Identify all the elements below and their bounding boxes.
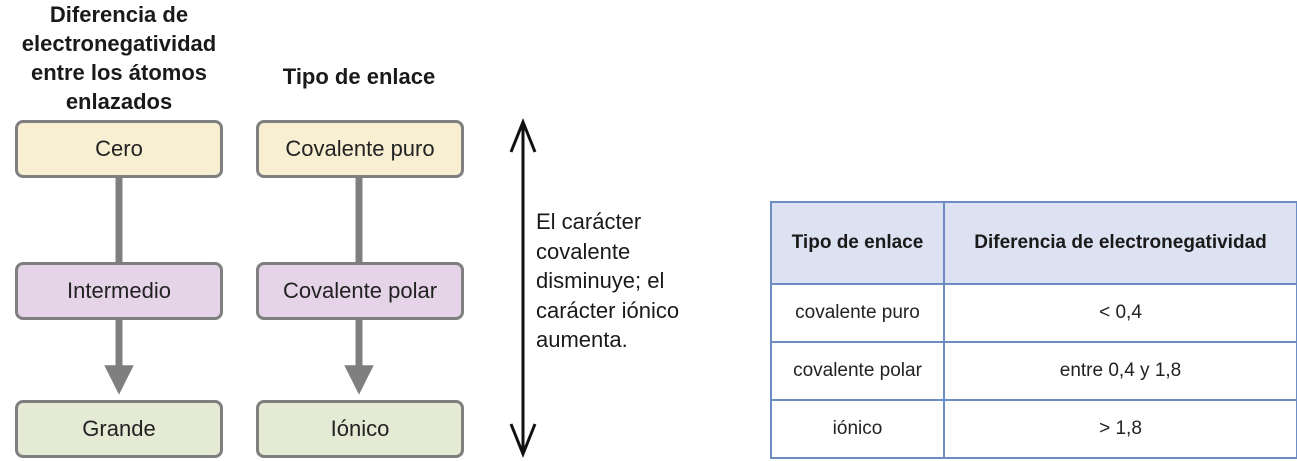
table-cell-difference: < 0,4 — [943, 283, 1297, 343]
table-header-row: Tipo de enlace Diferencia de electronega… — [770, 201, 1297, 285]
heading-electronegativity-difference: Diferencia de electronegatividad entre l… — [21, 2, 217, 114]
table-row: covalente puro < 0,4 — [770, 283, 1297, 343]
character-trend-label: El carácter covalente disminuye; el cará… — [536, 209, 680, 352]
heading-bond-type: Tipo de enlace — [282, 64, 436, 89]
box-difference-zero: Cero — [15, 120, 223, 178]
double-arrow-head-top — [509, 117, 537, 153]
table-row: covalente polar entre 0,4 y 1,8 — [770, 341, 1297, 401]
table-header-bond-type: Tipo de enlace — [770, 201, 945, 285]
table-header-electronegativity-difference: Diferencia de electronegatividad — [943, 201, 1297, 285]
double-arrow-head-bottom — [509, 423, 537, 459]
table-cell-bond-type: covalente puro — [770, 283, 945, 343]
table-cell-bond-type: iónico — [770, 399, 945, 459]
bond-type-table: Tipo de enlace Diferencia de electronega… — [770, 201, 1297, 459]
table-cell-difference: entre 0,4 y 1,8 — [943, 341, 1297, 401]
table-cell-difference: > 1,8 — [943, 399, 1297, 459]
box-bond-ionic: Iónico — [256, 400, 464, 458]
box-difference-intermediate: Intermedio — [15, 262, 223, 320]
box-difference-large: Grande — [15, 400, 223, 458]
table-cell-bond-type: covalente polar — [770, 341, 945, 401]
table-row: iónico > 1,8 — [770, 399, 1297, 459]
box-bond-pure-covalent: Covalente puro — [256, 120, 464, 178]
box-bond-polar-covalent: Covalente polar — [256, 262, 464, 320]
